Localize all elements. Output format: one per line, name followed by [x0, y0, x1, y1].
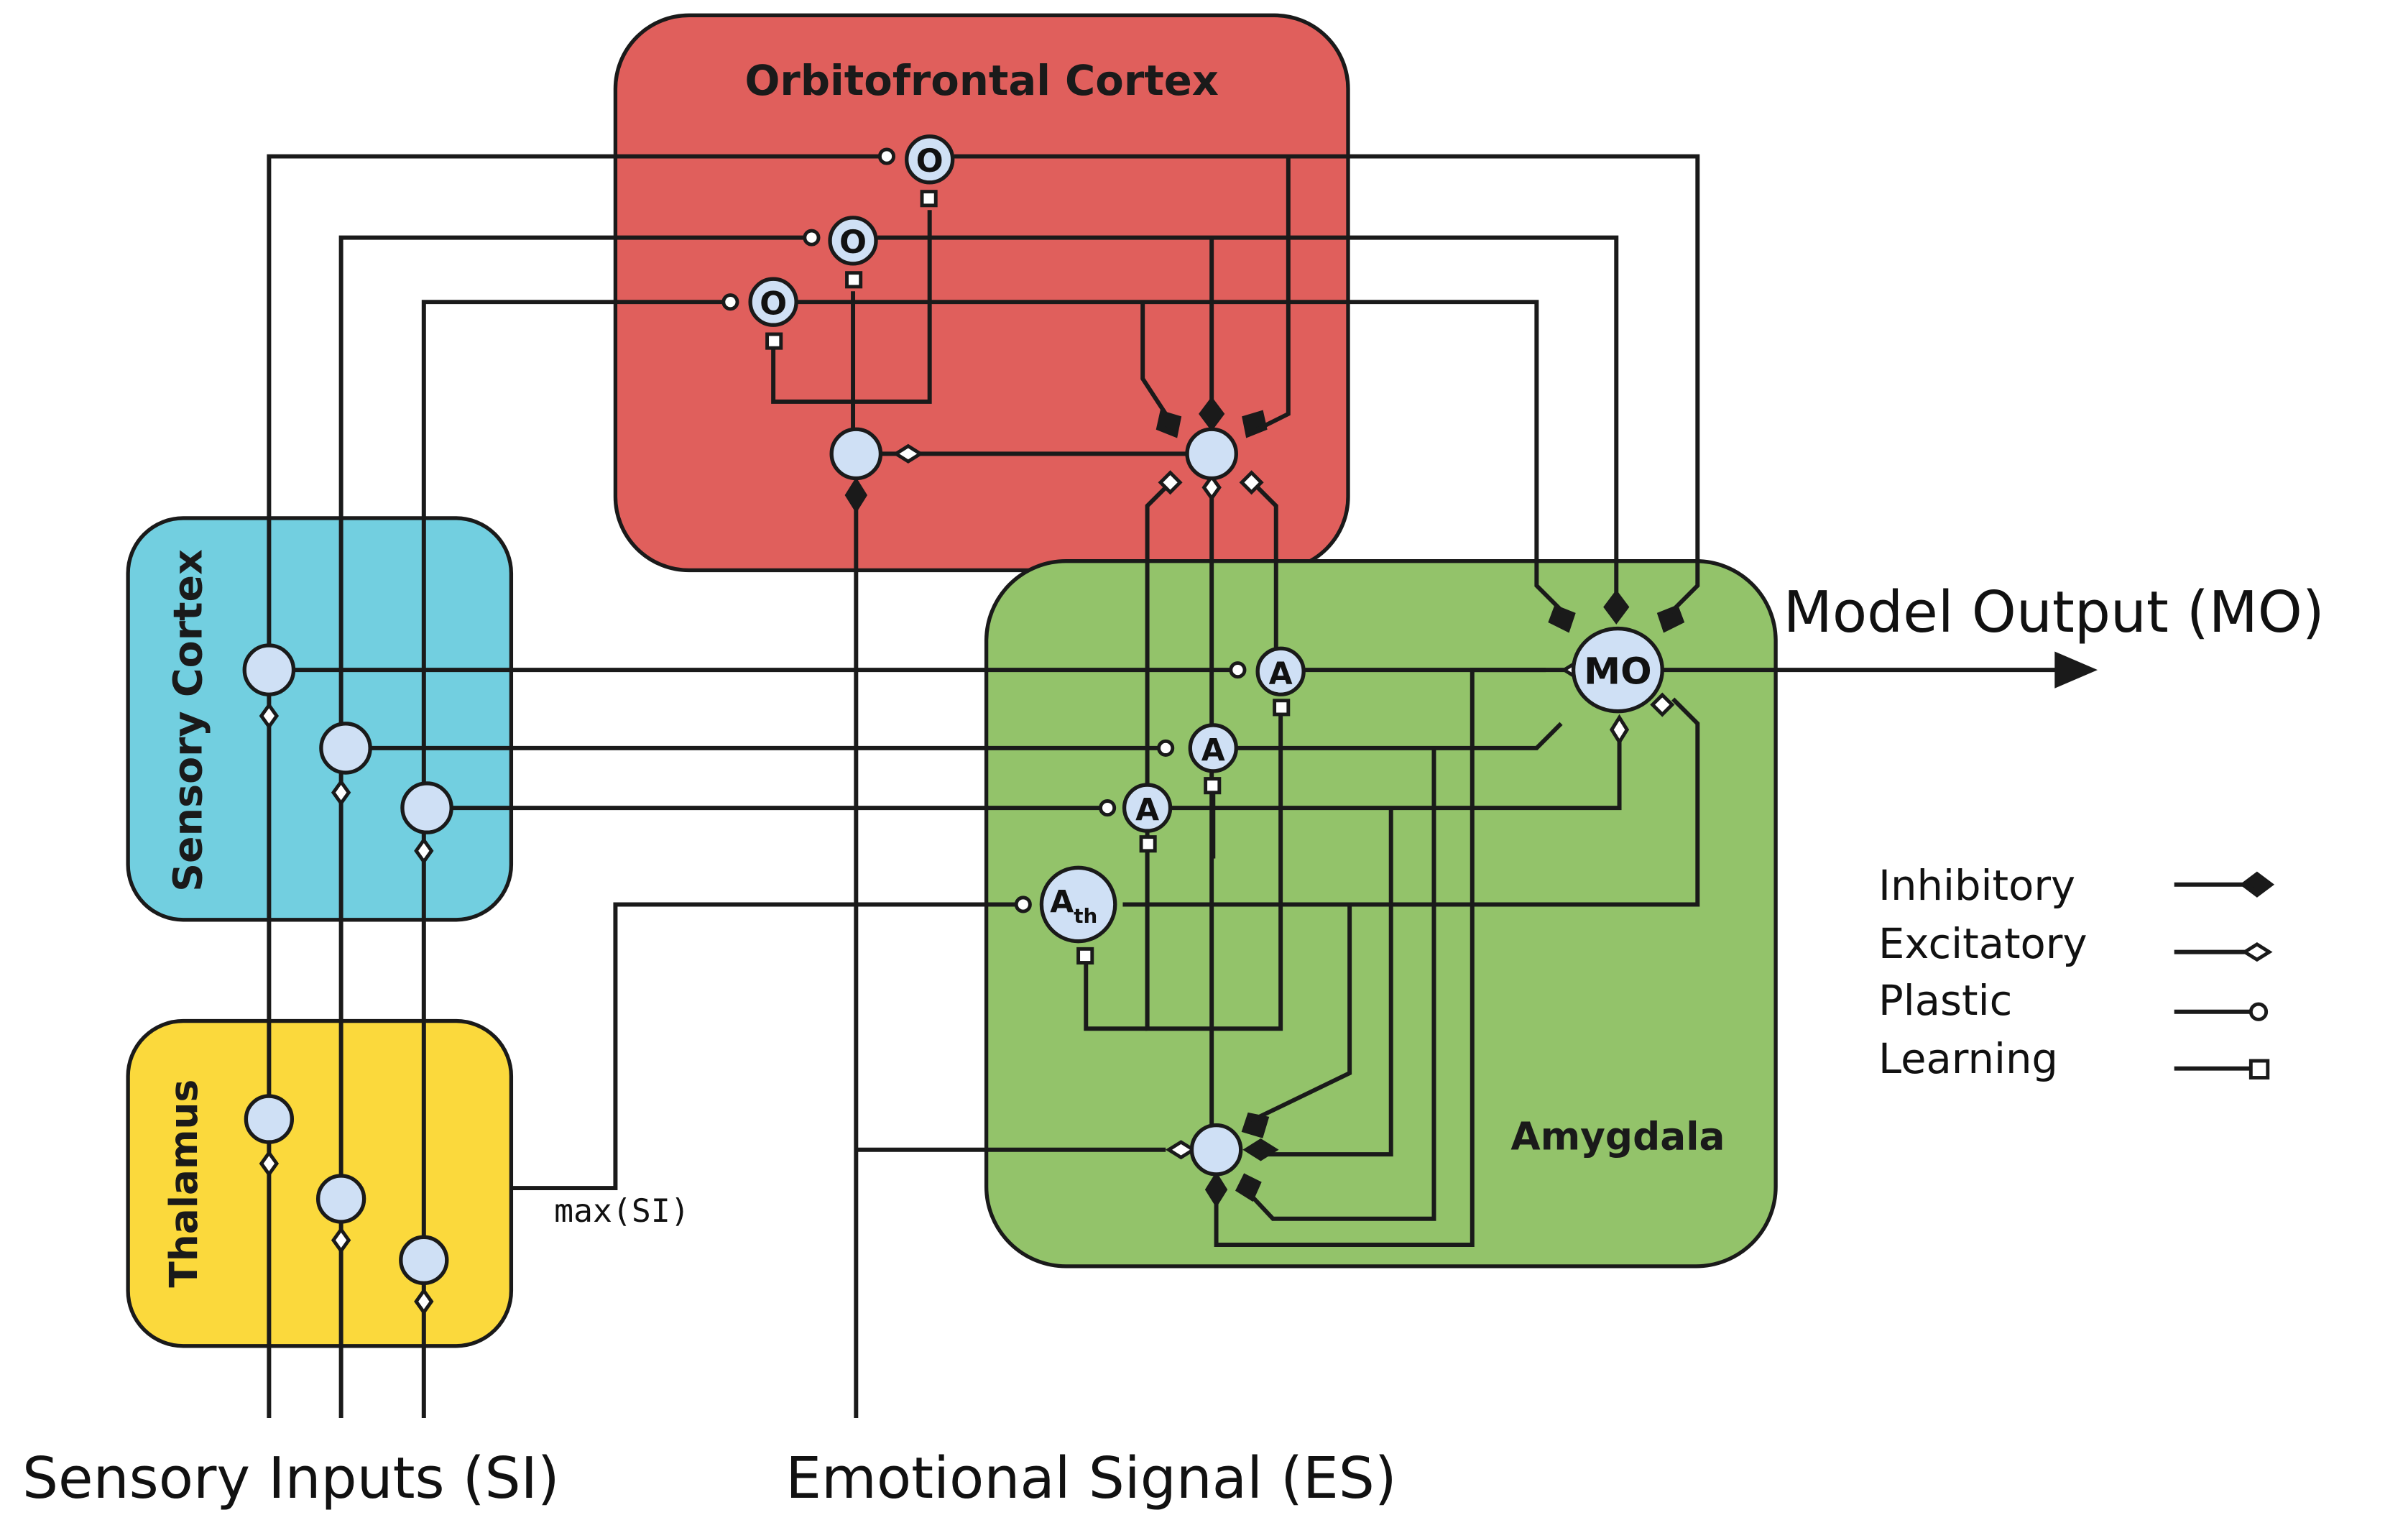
- orbitofrontal-neuron-3-label: O: [760, 284, 787, 322]
- sensory-cortex-neuron-1: [242, 643, 296, 696]
- orbitofrontal-neuron-1: [905, 134, 955, 185]
- legend-learning-label: Learning: [1878, 1035, 2058, 1083]
- amygdala-neuron-2: [1188, 723, 1238, 773]
- emotional-signal-label: Emotional Signal (ES): [785, 1445, 1396, 1511]
- connection-wires: [267, 154, 2062, 1419]
- orbitofrontal-hub-neuron: [1185, 427, 1238, 481]
- sensory-cortex-neuron-2: [319, 722, 372, 775]
- max-si-label: max(SI): [554, 1192, 690, 1230]
- model-output-neuron-label: MO: [1584, 650, 1651, 693]
- amygdala-neuron-3-label: A: [1135, 792, 1159, 828]
- sensory-cortex-neuron-3: [400, 781, 453, 834]
- model-output-arrowhead: [2054, 651, 2098, 689]
- model-output-neuron: [1571, 626, 1664, 714]
- orbitofrontal-neuron-2-label: O: [839, 223, 867, 261]
- amygdala-threshold-neuron: [1039, 865, 1117, 944]
- legend-learning-symbol: [2248, 1059, 2270, 1079]
- thalamus-title: Thalamus: [162, 1079, 206, 1288]
- amygdala-threshold-label: Ath: [1050, 884, 1097, 928]
- orbitofrontal-neuron-3: [748, 277, 798, 327]
- sensory-cortex-region: Sensory Cortex: [126, 516, 514, 922]
- amygdala-feedback-neuron: [1189, 1123, 1243, 1177]
- sensory-inputs-label: Sensory Inputs (SI): [22, 1445, 560, 1511]
- amygdala-neuron-2-label: A: [1201, 732, 1225, 768]
- legend-inhibitory-label: Inhibitory: [1878, 862, 2075, 910]
- legend-excitatory-symbol: [2241, 942, 2273, 962]
- orbitofrontal-neuron-2: [828, 216, 878, 266]
- legend-plastic-symbol: [2248, 1002, 2269, 1021]
- orbitofrontal-neuron-1-label: O: [916, 142, 944, 180]
- amygdala-neuron-1: [1255, 646, 1306, 696]
- model-output-label: Model Output (MO): [1784, 579, 2325, 645]
- orbitofrontal-sum-neuron: [829, 427, 883, 481]
- amygdala-neuron-1-label: A: [1269, 655, 1293, 691]
- thalamus-neuron-1: [244, 1094, 295, 1144]
- thalamus-neuron-3: [399, 1235, 449, 1285]
- sensory-cortex-title: Sensory Cortex: [166, 549, 212, 892]
- amygdala-neuron-3: [1122, 783, 1173, 833]
- thalamus-region: Thalamus: [126, 1018, 514, 1348]
- amygdala-region: Amygdala: [984, 559, 1778, 1269]
- legend-plastic-label: Plastic: [1878, 977, 2012, 1025]
- amygdala-title: Amygdala: [1510, 1115, 1725, 1159]
- synapse-terminals: [259, 147, 1685, 1316]
- thalamus-neuron-2: [315, 1174, 366, 1224]
- legend-excitatory-label: Excitatory: [1878, 920, 2088, 968]
- orbitofrontal-cortex-title: Orbitofrontal Cortex: [744, 57, 1218, 105]
- neurons: O O O A A A Ath MO: [242, 134, 1664, 1285]
- legend: Inhibitory Excitatory Plastic Learning: [1878, 862, 2275, 1083]
- orbitofrontal-cortex-region: Orbitofrontal Cortex: [613, 13, 1350, 573]
- legend-inhibitory-symbol: [2239, 871, 2275, 898]
